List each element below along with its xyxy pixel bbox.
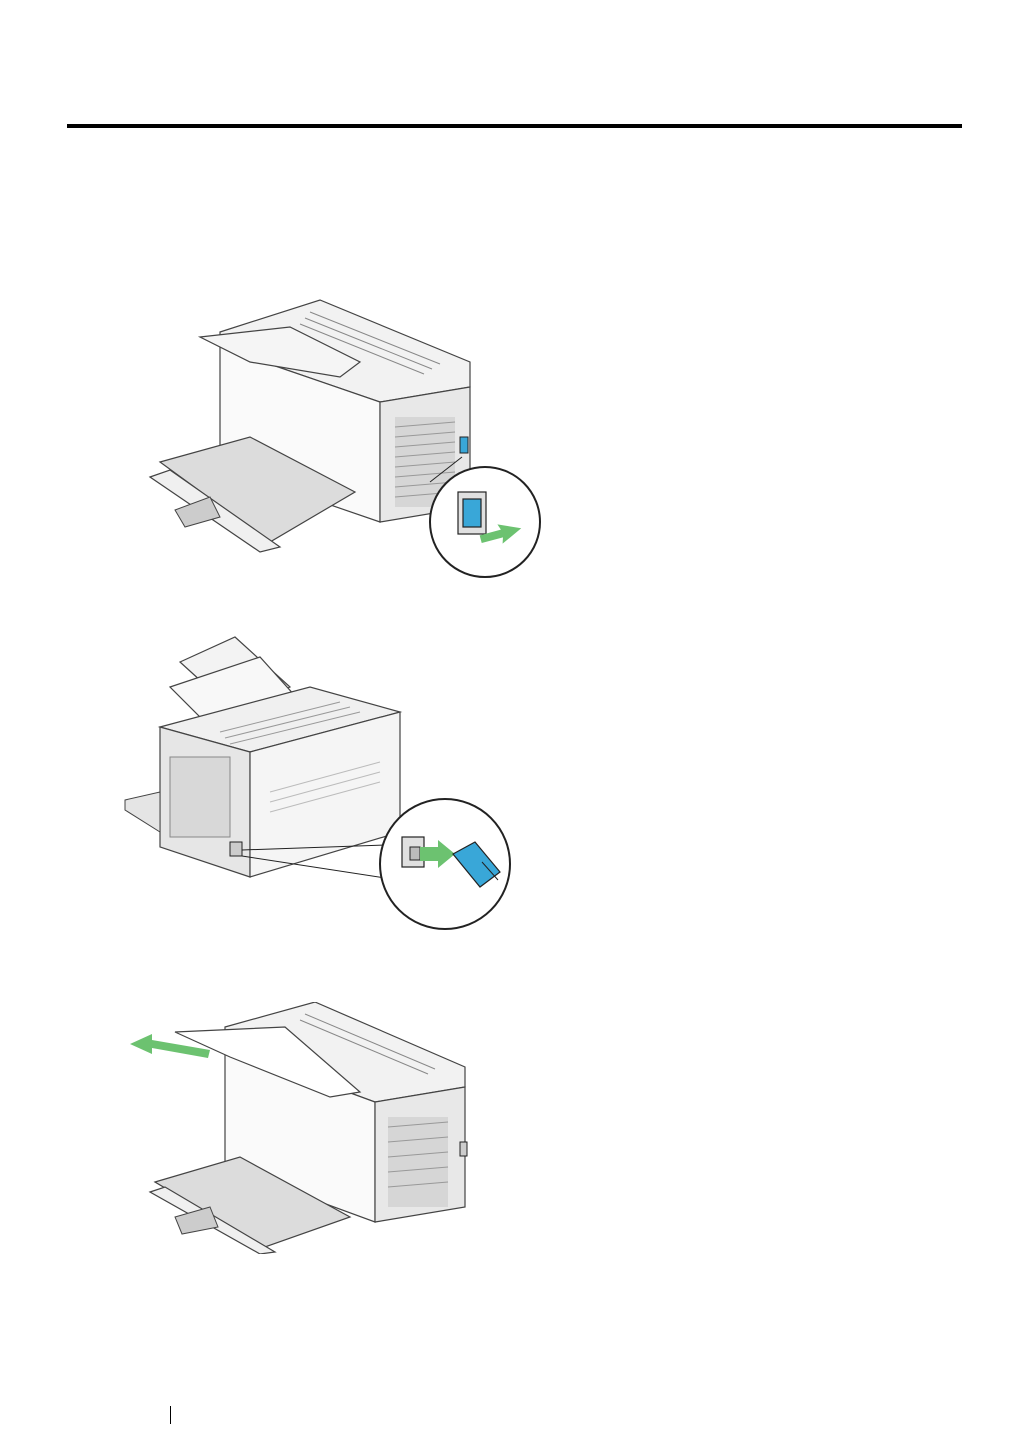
figure-remove-paper xyxy=(130,1002,490,1254)
printer-unplug-illustration xyxy=(120,632,515,932)
header-rule xyxy=(67,124,962,128)
figure-unplug-cord xyxy=(120,632,515,932)
printer-power-switch-illustration xyxy=(140,292,550,582)
footer-separator xyxy=(170,1406,171,1424)
figure-power-switch xyxy=(140,292,550,582)
printer-remove-paper-illustration xyxy=(130,1002,490,1254)
